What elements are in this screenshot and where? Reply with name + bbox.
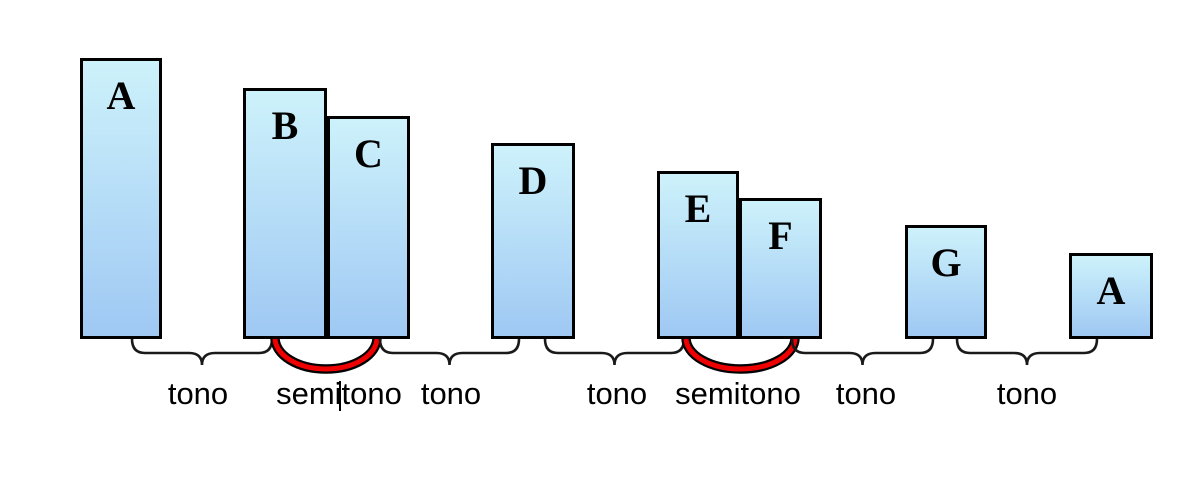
note-bar-E[interactable]: E	[657, 171, 739, 339]
note-letter-C: C	[354, 131, 383, 176]
note-letter-E: E	[684, 186, 712, 231]
tone-brace	[543, 337, 686, 366]
tone-brace	[378, 337, 521, 366]
tone-brace	[790, 337, 935, 366]
semitone-arc-outline	[681, 337, 800, 374]
note-bar-C[interactable]: C	[327, 116, 410, 339]
note-letter-A-low: A	[1096, 268, 1126, 313]
note-bar-A-high[interactable]: A	[80, 58, 162, 339]
note-bar-F[interactable]: F	[739, 198, 822, 339]
semitone-arc-outline	[270, 337, 382, 374]
semitone-arc	[272, 337, 380, 372]
note-bar-D[interactable]: D	[491, 143, 575, 339]
interval-label-tone-1[interactable]: tono	[167, 376, 229, 411]
note-letter-B: B	[271, 103, 299, 148]
text-caret	[339, 381, 341, 411]
note-letter-A-high: A	[106, 73, 136, 118]
interval-label-semitone-5[interactable]: semitono	[675, 376, 801, 411]
tone-brace	[130, 337, 274, 366]
semitone-arc	[683, 337, 798, 372]
interval-label-tone-7[interactable]: tono	[996, 376, 1058, 411]
interval-label-tone-4[interactable]: tono	[586, 376, 648, 411]
note-bar-A-low[interactable]: A	[1069, 253, 1153, 339]
note-bar-G[interactable]: G	[905, 225, 987, 339]
interval-label-tone-6[interactable]: tono	[835, 376, 897, 411]
note-letter-G: G	[930, 240, 962, 285]
note-letter-D: D	[518, 158, 548, 203]
tone-brace	[955, 337, 1099, 366]
interval-label-tone-3[interactable]: tono	[420, 376, 482, 411]
note-letter-F: F	[768, 213, 793, 258]
note-bar-B[interactable]: B	[243, 88, 327, 339]
